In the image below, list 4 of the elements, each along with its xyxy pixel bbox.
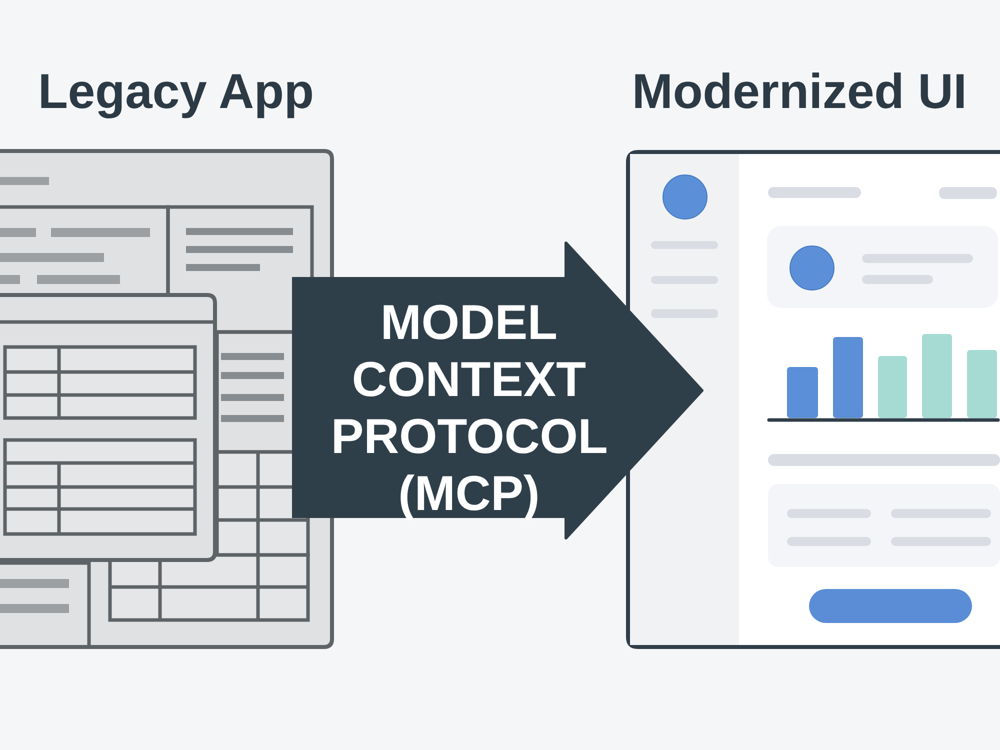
section-heading: Legacy App: [38, 64, 314, 120]
section-heading: Modernized UI: [632, 64, 967, 120]
edge-label: MODEL CONTEXT PROTOCOL (MCP): [331, 295, 607, 523]
block-arrow: [292, 242, 704, 540]
